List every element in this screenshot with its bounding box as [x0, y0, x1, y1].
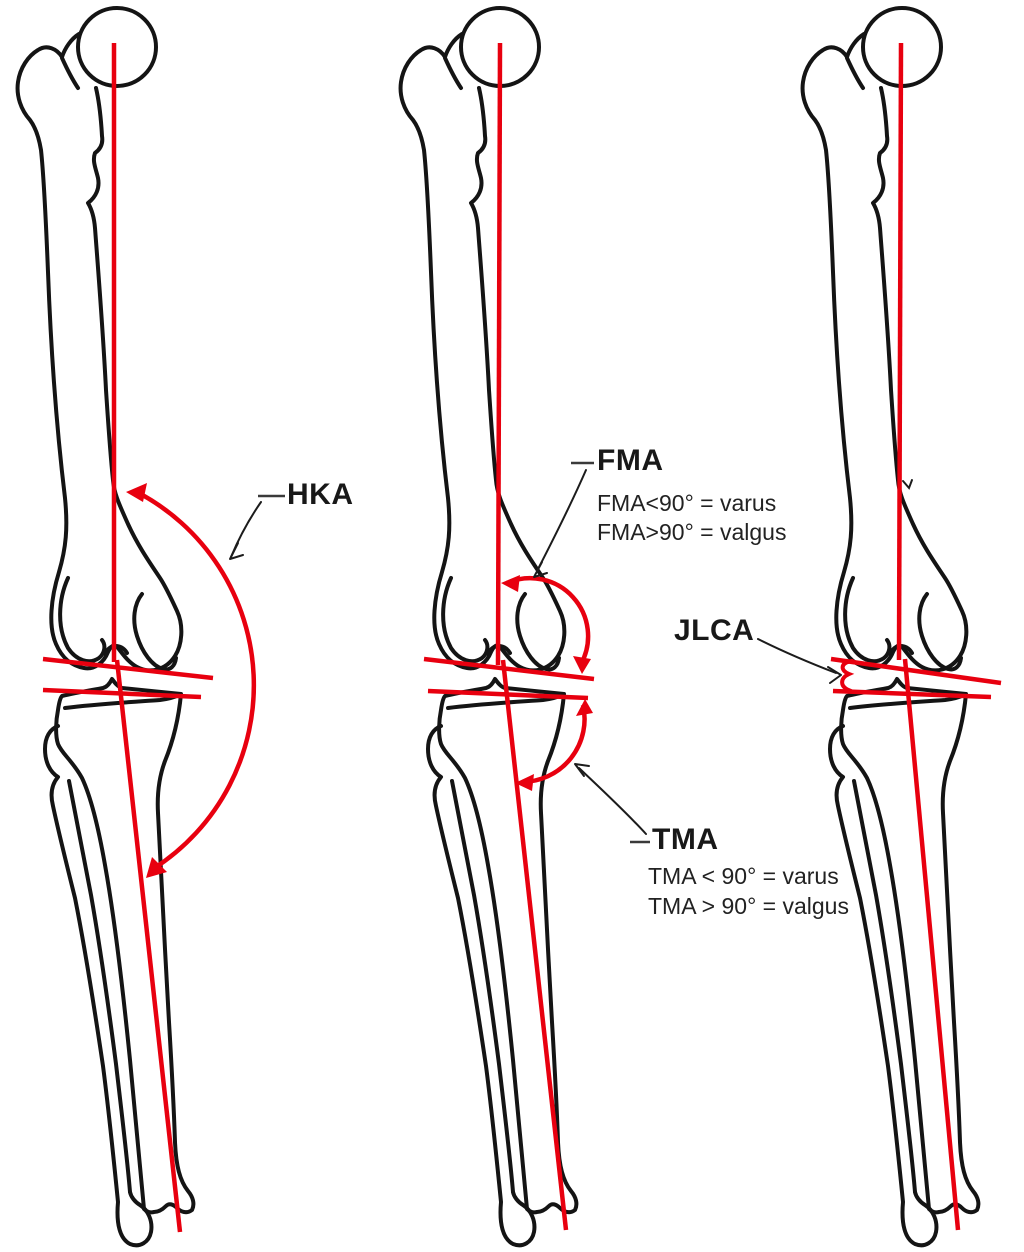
fma-angle-arc: [506, 575, 591, 666]
femoral-joint-line-right: [830, 656, 1002, 686]
fma-arrowhead: [533, 561, 548, 578]
hka-arrowhead: [229, 542, 244, 560]
jlca-arrow-line: [757, 638, 837, 674]
hka-label: HKA: [287, 478, 354, 511]
femoral-joint-line-middle: [423, 656, 595, 682]
fma-arrow-line: [536, 469, 587, 572]
tibial-mechanical-axis-right: [902, 658, 961, 1231]
hka-arc-arrowhead-bottom: [146, 857, 167, 878]
femoral-mechanical-axis-right: [896, 42, 904, 661]
left-leg-bones: [15, 6, 196, 1248]
femoral-mechanical-axis-middle: [495, 42, 503, 666]
fma-arc-arrowhead-bottom: [573, 656, 591, 674]
tma-arc-arrowhead-left: [515, 774, 534, 791]
fma-varus-note: FMA<90° = varus: [597, 490, 777, 516]
tma-arrowhead: [574, 763, 590, 777]
tma-label: TMA: [652, 823, 719, 856]
tma-arc-arrowhead-top: [576, 699, 593, 716]
tibial-joint-line-right: [832, 688, 992, 700]
left-leg-annotations: [42, 43, 257, 1233]
tma-valgus-note: TMA > 90° = valgus: [648, 893, 849, 919]
hka-pointer: [229, 494, 285, 560]
tibial-joint-line-left: [42, 687, 202, 700]
middle-leg-annotations: [423, 42, 595, 1231]
fma-label: FMA: [597, 444, 664, 477]
tma-pointer: [574, 763, 650, 844]
hka-arc-arrowhead-top: [126, 483, 147, 502]
femur-ridge-tick: [902, 479, 913, 490]
jlca-label: JLCA: [674, 614, 755, 647]
tma-arrow-line: [578, 767, 647, 835]
tma-angle-arc: [521, 704, 587, 785]
fma-pointer: [533, 461, 594, 578]
hka-angle-arc: [133, 488, 257, 871]
tibial-mechanical-axis-left: [114, 659, 183, 1233]
fma-valgus-note: FMA>90° = valgus: [597, 519, 787, 545]
middle-leg-bones: [398, 6, 579, 1248]
tma-varus-note: TMA < 90° = varus: [648, 863, 839, 889]
jlca-angle-mark: [840, 659, 855, 693]
right-leg-annotations: [830, 42, 1002, 1231]
jlca-pointer: [757, 638, 842, 684]
jlca-arrowhead: [827, 666, 842, 684]
femoral-joint-line-left: [42, 656, 214, 681]
right-leg-bones: [800, 6, 981, 1248]
tibial-mechanical-axis-middle: [500, 659, 569, 1231]
fma-arc-arrowhead-left: [501, 575, 520, 592]
tibial-joint-line-middle: [427, 688, 589, 701]
